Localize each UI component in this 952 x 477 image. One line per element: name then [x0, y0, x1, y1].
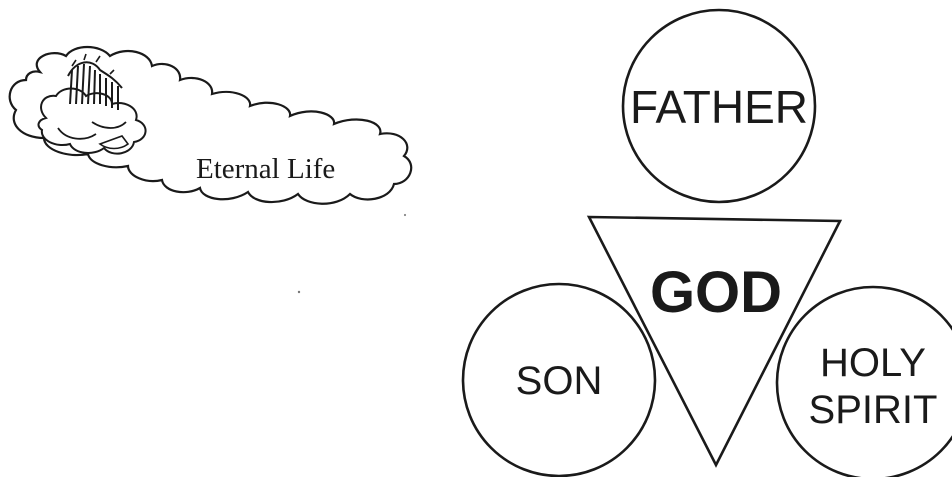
gate-bars — [69, 63, 119, 110]
god-label: GOD — [650, 260, 782, 325]
father-circle — [621, 8, 817, 204]
holy-spirit-circle — [775, 285, 952, 477]
holy-spirit-label-line1: HOLY — [820, 341, 926, 385]
god-triangle — [586, 215, 843, 468]
inner-cloud-outline — [37, 87, 147, 155]
gate-top-beads — [71, 53, 115, 75]
heaven-gates-cloud-icon — [37, 53, 147, 155]
scan-dot — [297, 290, 301, 294]
inner-cloud-curl — [57, 121, 127, 140]
inner-cloud-wisp — [98, 135, 130, 150]
holy-spirit-label-line2: SPIRIT — [809, 388, 938, 432]
eternal-life-cloud: Eternal Life — [8, 45, 413, 205]
gate-arch — [67, 61, 123, 89]
father-label: FATHER — [630, 81, 808, 133]
son-label: SON — [516, 359, 603, 403]
son-circle — [461, 282, 657, 477]
cloud-label: Eternal Life — [196, 153, 335, 185]
cloud-outline — [8, 45, 413, 205]
scan-dot — [403, 213, 407, 217]
trinity-diagram: FATHER GOD SON HOLY SPIRIT — [461, 8, 952, 477]
